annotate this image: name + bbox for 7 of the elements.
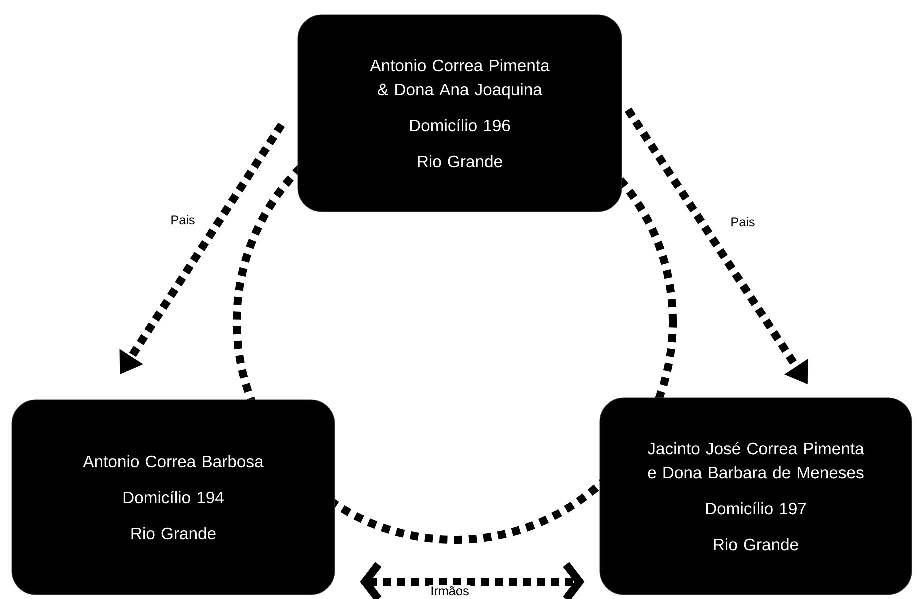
- rounded-box: Antonio Correa Pimenta & Dona Ana Joaquina Domicílio 196 Rio Grande: [298, 14, 622, 212]
- edge-label: Pais: [172, 215, 195, 225]
- edge-label: Pais: [732, 217, 755, 227]
- rounded-box: Jacinto José Correa Pimenta e Dona Barbara de Meneses Domicílio 197 Rio Grande: [600, 398, 912, 596]
- edge-label: Irmãos: [432, 586, 469, 596]
- rounded-box: Antonio Correa Barbosa Domicílio 194 Rio Grande: [12, 400, 336, 596]
- arrow: [360, 562, 585, 599]
